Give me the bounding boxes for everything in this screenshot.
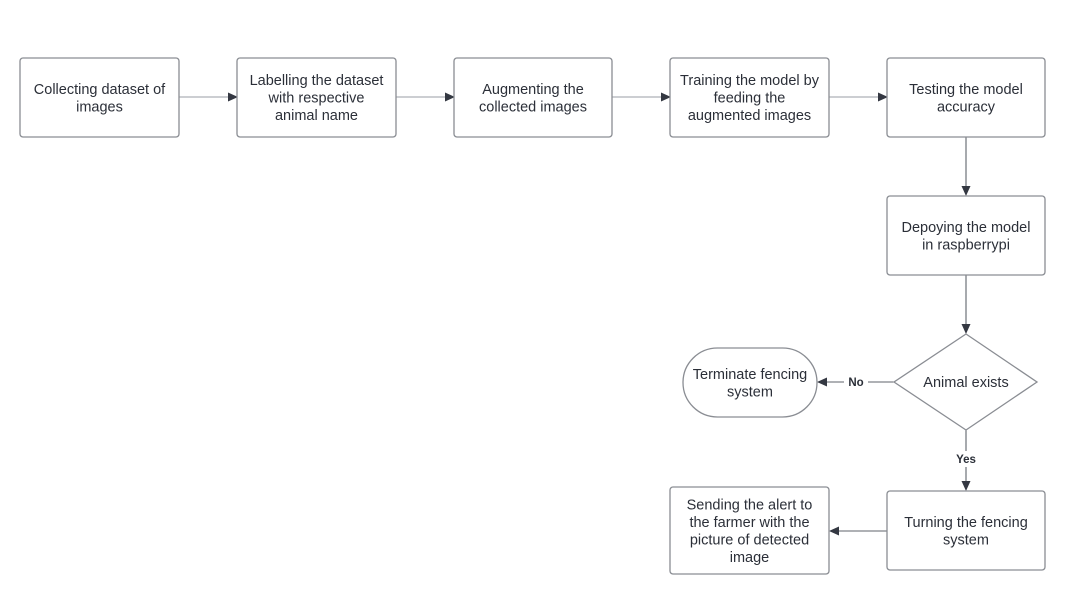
node-decision-animal-exists: Animal exists <box>892 333 1039 431</box>
node-text-line: Testing the model <box>909 82 1023 98</box>
node-decision-animal-exists-text: Animal exists <box>923 375 1008 391</box>
node-text-line: image <box>730 550 770 566</box>
node-text-line: Depoying the model <box>902 220 1031 236</box>
edge-test-to-deploy <box>961 137 971 196</box>
node-text-line: Sending the alert to <box>687 497 813 513</box>
node-text-line: Animal exists <box>923 375 1008 391</box>
node-text-line: Turning the fencing <box>904 515 1028 531</box>
node-text-line: feeding the <box>714 91 786 107</box>
edge-collect-to-label <box>179 92 238 102</box>
node-text-line: with respective <box>268 91 365 107</box>
edge-label-no: No <box>848 377 863 389</box>
edge-train-to-test <box>829 92 888 102</box>
node-text-line: system <box>727 384 773 400</box>
edge-turn-to-alert <box>829 526 887 536</box>
node-text-line: the farmer with the <box>689 515 809 531</box>
node-text-line: in raspberrypi <box>922 237 1010 253</box>
node-text-line: Training the model by <box>680 73 820 89</box>
edge-label-yes: Yes <box>956 454 976 466</box>
edge-deploy-to-decision <box>961 275 971 334</box>
node-text-line: picture of detected <box>690 532 809 548</box>
node-text-line: augmented images <box>688 108 811 124</box>
edge-label-to-augment <box>396 92 455 102</box>
node-text-line: Labelling the dataset <box>250 73 384 89</box>
node-text-line: Collecting dataset of <box>34 82 166 98</box>
node-text-line: animal name <box>275 108 358 124</box>
node-text-line: accuracy <box>937 99 996 115</box>
edge-decision-to-turn: Yes <box>956 430 976 491</box>
node-text-line: Terminate fencing <box>693 367 807 383</box>
node-text-line: images <box>76 99 123 115</box>
node-text-line: system <box>943 532 989 548</box>
edge-augment-to-train <box>612 92 671 102</box>
node-text-line: Augmenting the <box>482 82 584 98</box>
node-text-line: collected images <box>479 99 587 115</box>
edge-decision-to-terminate: No <box>817 377 894 389</box>
